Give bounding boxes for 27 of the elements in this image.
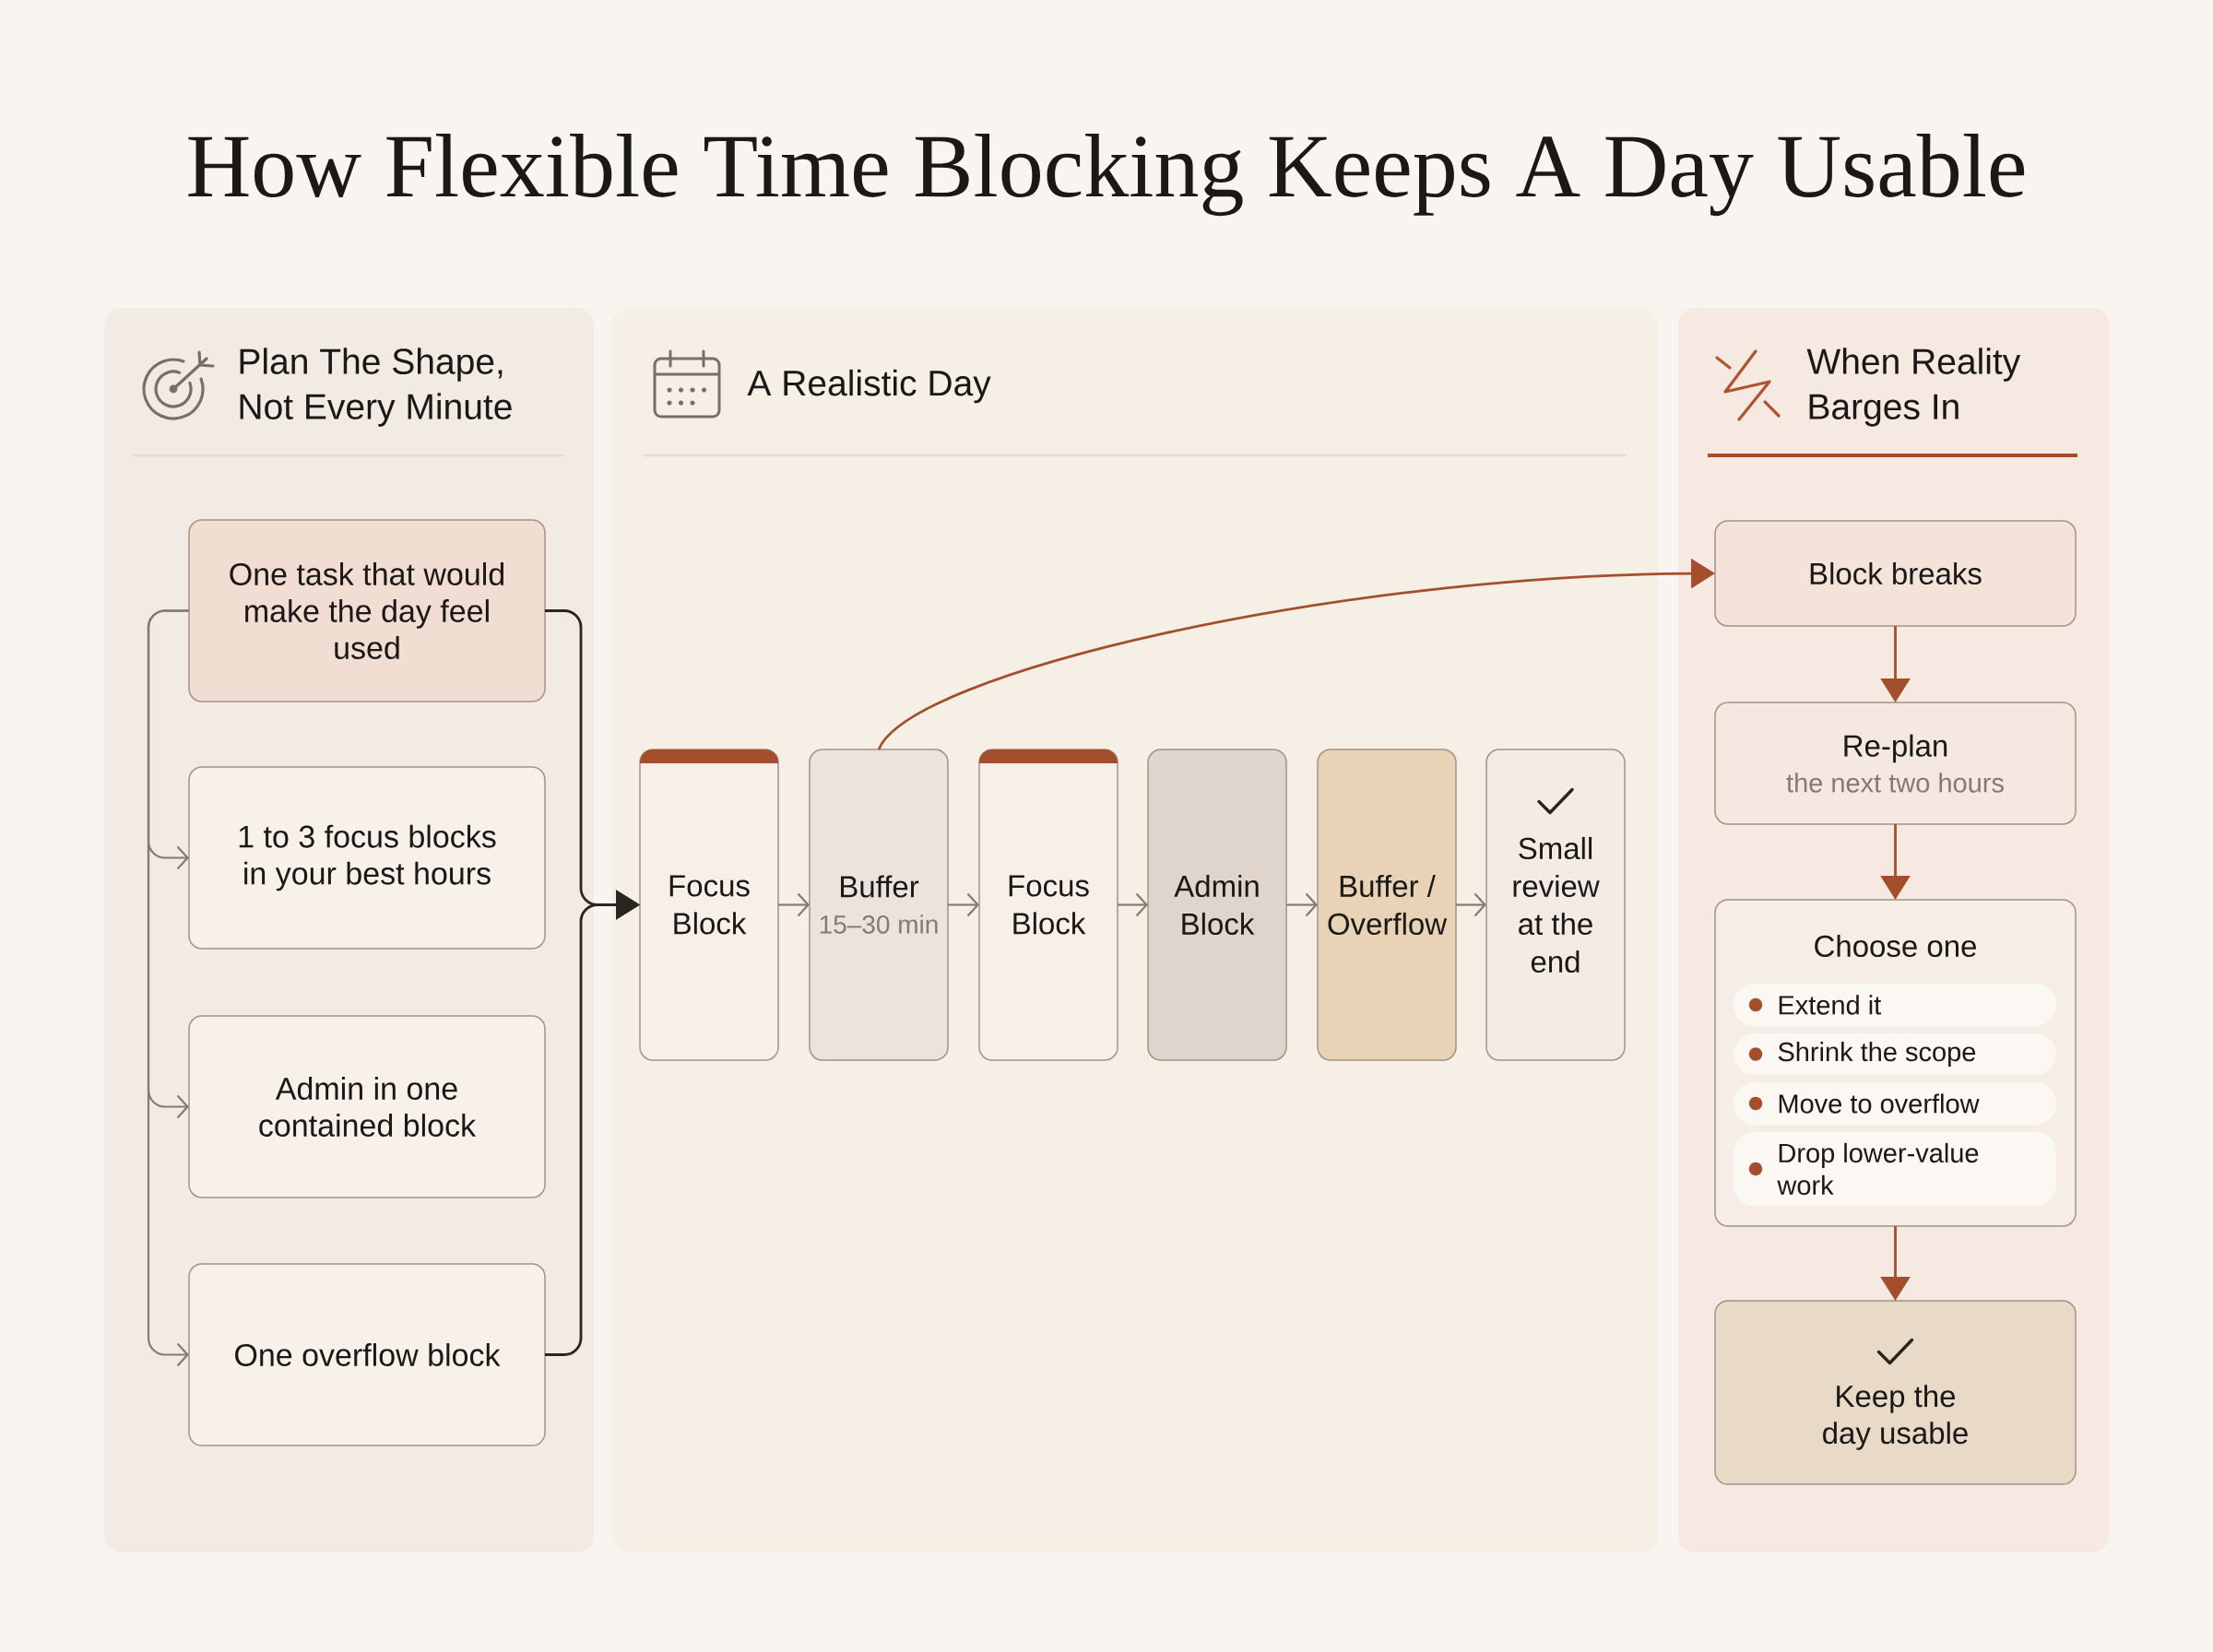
time-block: Buffer / Overflow: [1317, 749, 1457, 1061]
title: How Flexible Time Blocking Keeps A Day Usable: [188, 134, 2025, 217]
option-pill: Move to overflow: [1734, 1082, 2056, 1125]
time-block: Focus Block: [639, 749, 779, 1061]
step-box: Admin in one contained block: [188, 1015, 546, 1198]
arrow: [1286, 892, 1318, 917]
option-pill: Drop lower-value work: [1734, 1132, 2056, 1206]
step-box: One overflow block: [188, 1263, 546, 1446]
time-block: Focus Block: [978, 749, 1118, 1061]
panel-heading: When Reality Barges In: [1806, 348, 2021, 427]
arrow: [1118, 892, 1148, 917]
time-block: Admin Block: [1147, 749, 1287, 1061]
option-pill: Shrink the scope: [1734, 1033, 2056, 1075]
step-box: Block breaks: [1714, 520, 2077, 627]
step-box: 1 to 3 focus blocks in your best hours: [188, 766, 546, 950]
arrow: [147, 609, 189, 1367]
arrow: [778, 892, 810, 917]
time-block: Buffer 15–30 min: [809, 749, 949, 1061]
option-pill: Extend it: [1734, 984, 2056, 1026]
time-block: Small review at the end: [1485, 749, 1626, 1061]
arrow: [1456, 892, 1486, 917]
arrow: [948, 892, 979, 917]
step-box: Re-plan the next two hours: [1714, 702, 2077, 825]
step-box: One task that would make the day feel used: [188, 519, 546, 702]
panel-heading: Plan The Shape, Not Every Minute: [240, 348, 512, 427]
panel-heading: A Realistic Day: [747, 369, 991, 404]
result-box: Keep the day usable: [1714, 1300, 2077, 1485]
